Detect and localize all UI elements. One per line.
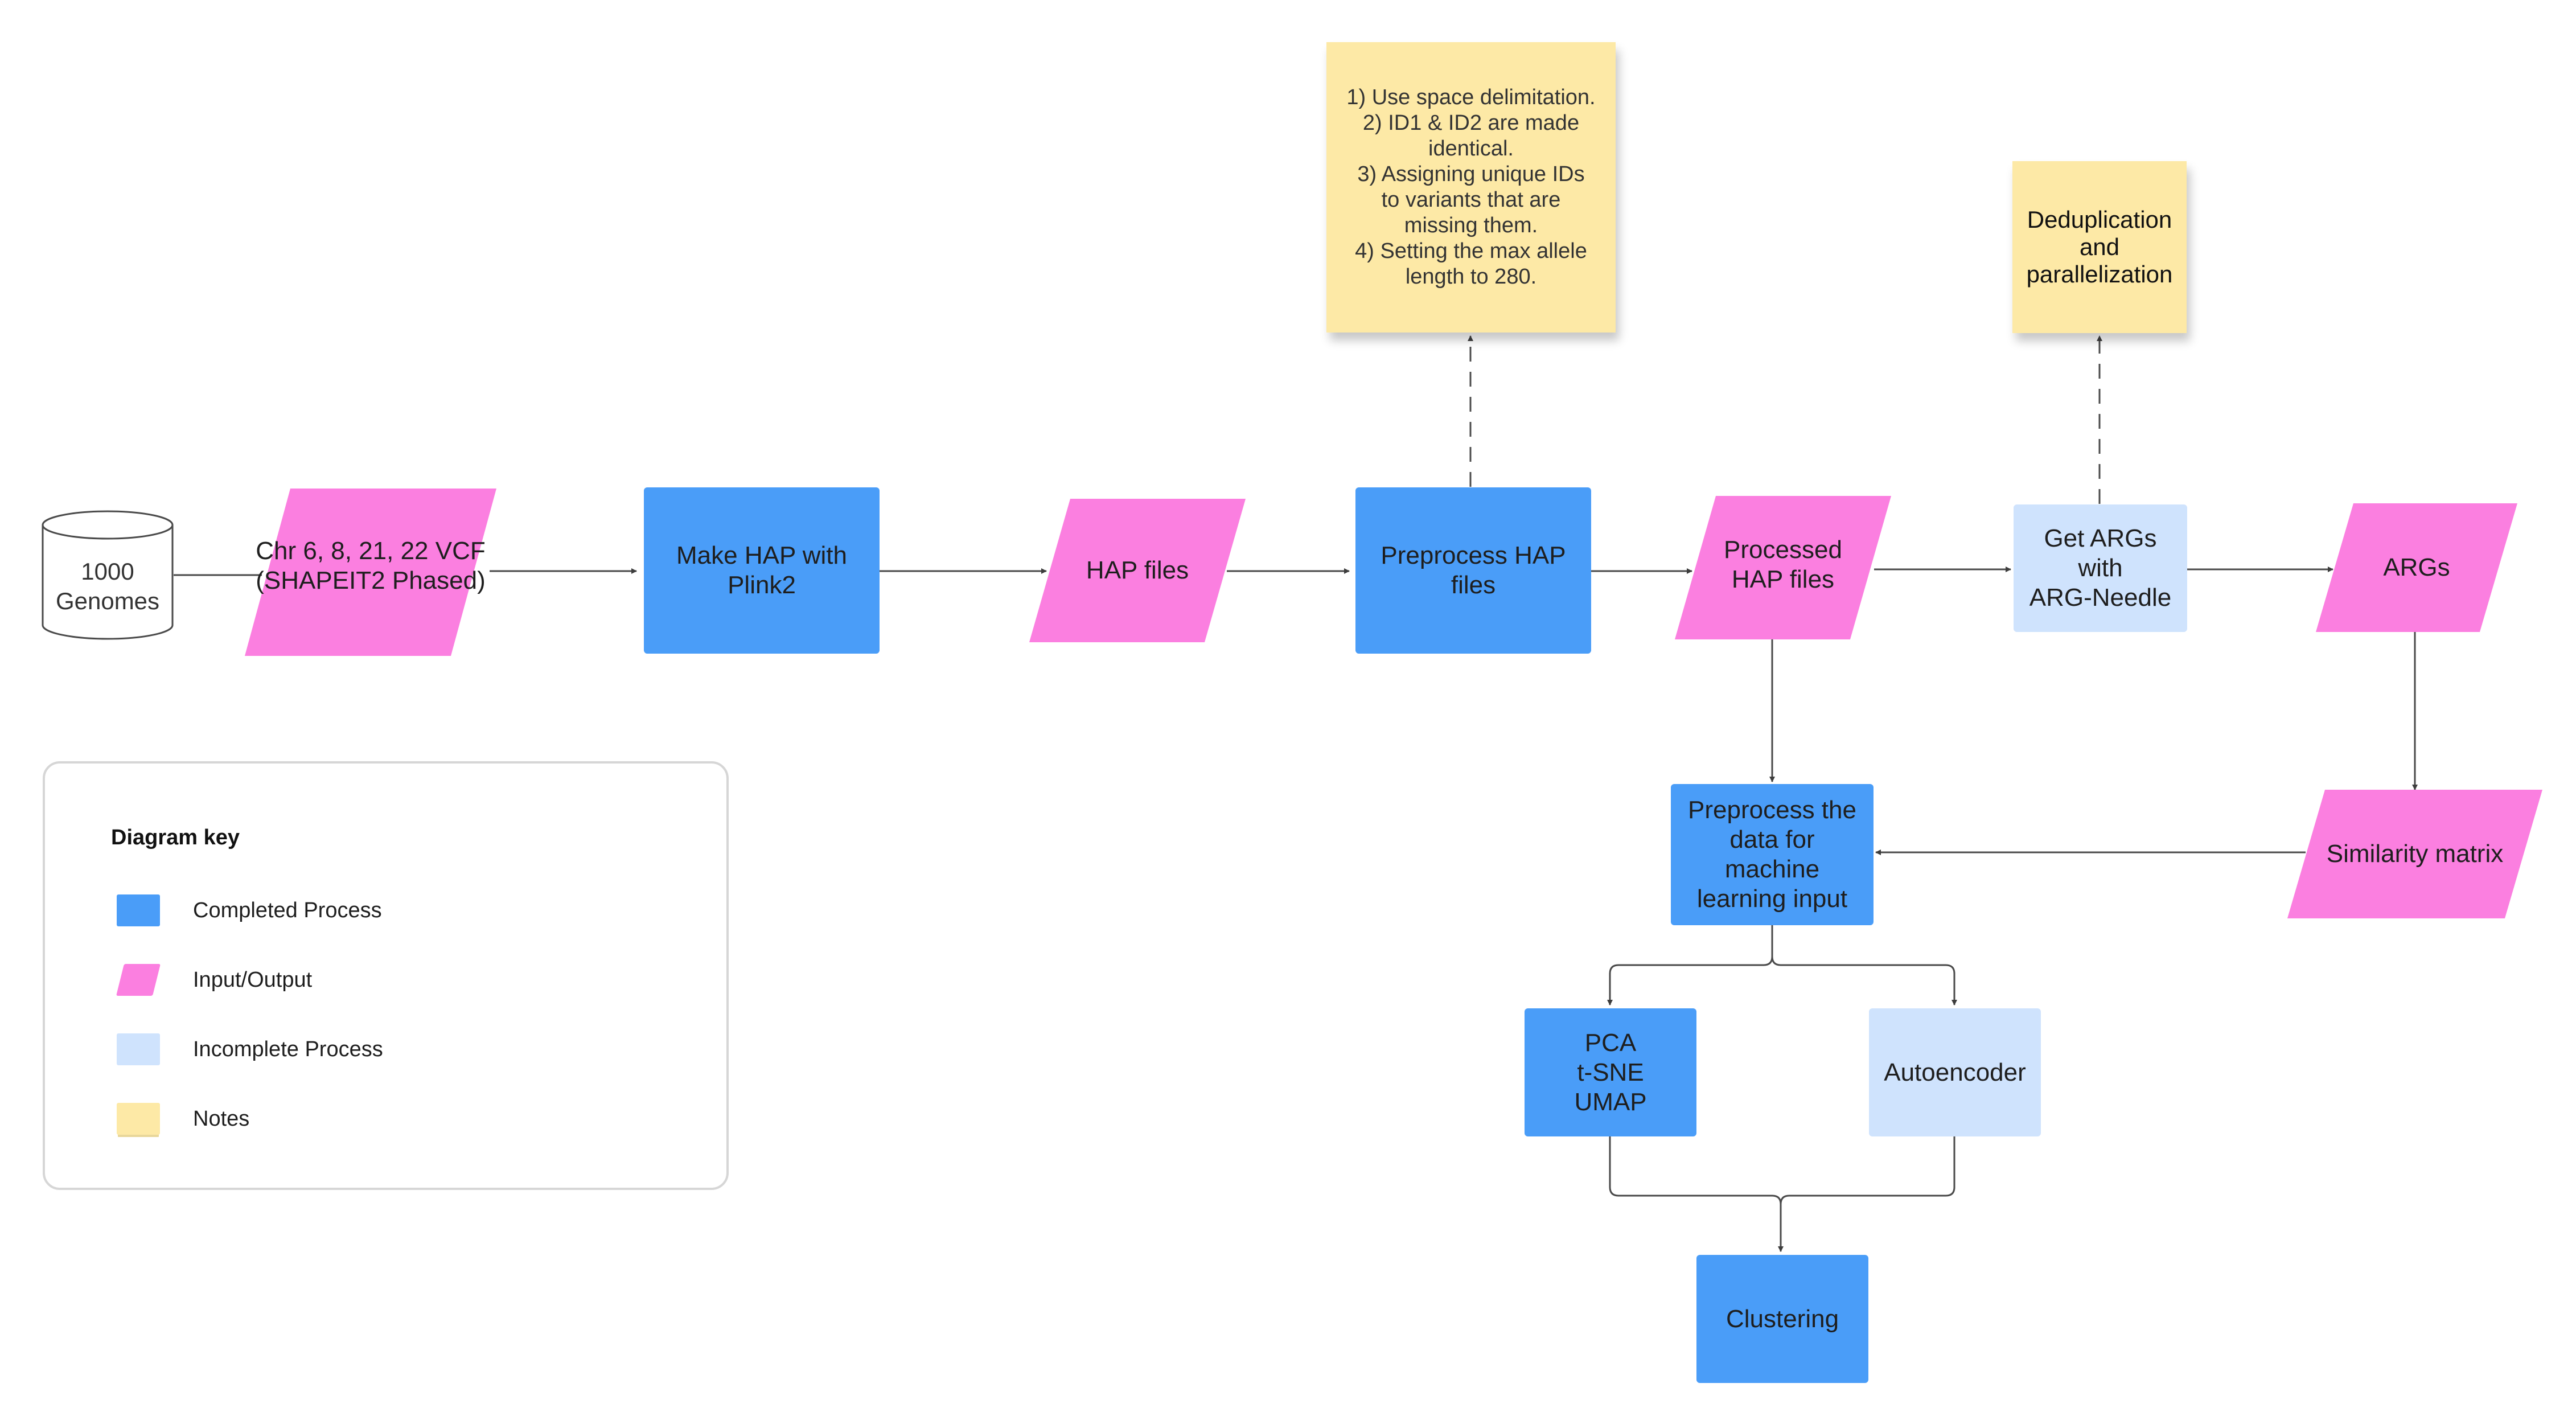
vcf-label: Chr 6, 8, 21, 22 VCF (SHAPEIT2 Phased) [256, 537, 486, 594]
key-item-incomplete: Incomplete Process [117, 1032, 383, 1066]
arrow-preprocess-ml-to-pca [1607, 924, 1773, 1006]
key-label: Input/Output [193, 967, 313, 992]
key-item-io: Input/Output [116, 963, 313, 997]
process-get-args: Get ARGs with ARG-Needle [2014, 504, 2187, 632]
io-shape [245, 489, 496, 656]
note-deduplication: Deduplication and parallelization [2012, 161, 2187, 333]
arrow-pca-to-clustering [1609, 1136, 1784, 1252]
process-preprocess-hap: Preprocess HAP files [1355, 487, 1591, 654]
incomplete-swatch [117, 1033, 160, 1065]
hap-files-label: HAP files [1086, 556, 1189, 584]
process-preprocess-ml: Preprocess the data for machine learning… [1671, 784, 1874, 925]
database-cylinder-icon [42, 510, 174, 640]
io-vcf-input: Chr 6, 8, 21, 22 VCF (SHAPEIT2 Phased) [245, 489, 496, 656]
io-shape [2316, 503, 2517, 632]
arrow-preprocess-ml-to-autoencoder [1771, 956, 1957, 1006]
key-item-completed: Completed Process [117, 893, 382, 927]
processed-hap-label: Processed HAP files [1724, 536, 1842, 593]
io-shape [1029, 499, 1246, 642]
key-label: Completed Process [193, 898, 382, 922]
key-item-notes: Notes [117, 1102, 249, 1136]
io-similarity-matrix: Similarity matrix [2287, 790, 2542, 918]
arrow-autoencoder-to-clustering [1780, 1136, 1955, 1205]
key-label: Incomplete Process [193, 1037, 383, 1061]
io-hap-files: HAP files [1029, 499, 1246, 642]
io-shape [1675, 496, 1891, 639]
process-clustering: Clustering [1696, 1255, 1868, 1383]
source-1000-genomes: 1000 Genomes [55, 558, 160, 614]
similarity-label: Similarity matrix [2326, 840, 2504, 868]
note-preprocess-steps: 1) Use space delimitation. 2) ID1 & ID2 … [1326, 42, 1616, 333]
process-make-hap: Make HAP with Plink2 [644, 487, 880, 654]
io-args: ARGs [2316, 503, 2517, 632]
io-swatch [116, 964, 161, 996]
key-label: Notes [193, 1106, 250, 1131]
io-shape [2287, 790, 2542, 918]
diagram-key-title: Diagram key [111, 826, 240, 849]
args-label: ARGs [2383, 553, 2450, 581]
process-autoencoder: Autoencoder [1869, 1008, 2041, 1136]
completed-swatch [117, 894, 160, 926]
process-pca-tsne-umap: PCA t-SNE UMAP [1525, 1008, 1696, 1136]
io-processed-hap-files: Processed HAP files [1675, 496, 1891, 639]
notes-swatch [117, 1103, 160, 1135]
